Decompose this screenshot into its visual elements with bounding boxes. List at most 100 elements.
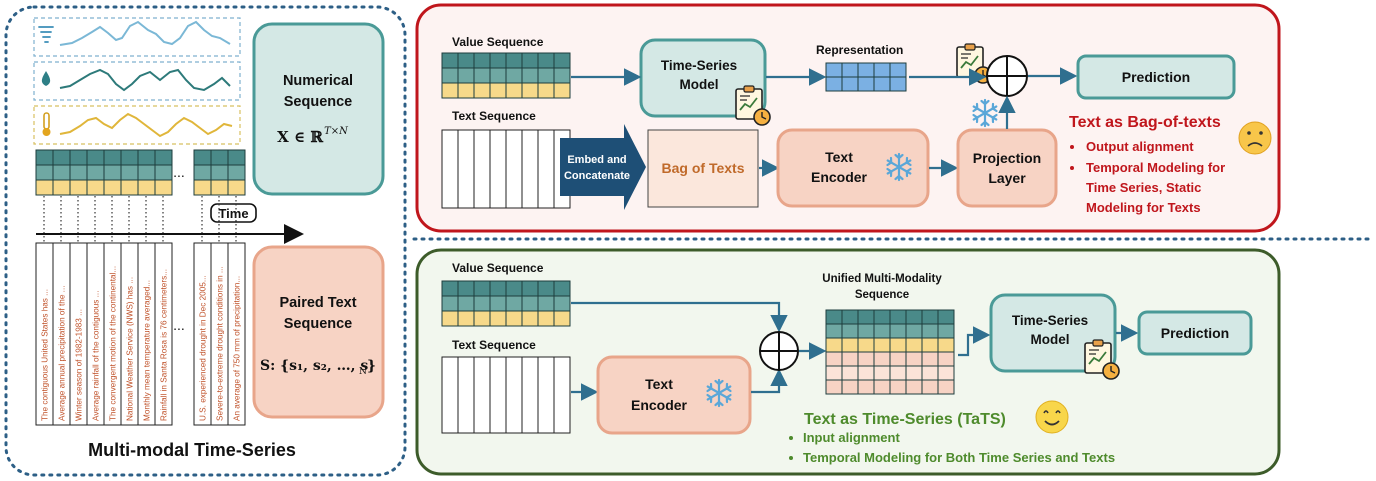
left-grid-b-cell bbox=[193, 164, 212, 181]
representation-cell bbox=[889, 62, 907, 78]
bottom-bullets: Input alignment Temporal Modeling for Bo… bbox=[789, 430, 1115, 465]
projection-label-1: Projection bbox=[973, 150, 1041, 166]
top-text-sequence-label: Text Sequence bbox=[452, 109, 536, 123]
top-sum-operator bbox=[986, 55, 1028, 97]
paired-text-snippet: Severe-to-extreme drought conditions in … bbox=[216, 266, 225, 421]
bottom-ts-model-label-1: Time-Series bbox=[1012, 313, 1088, 328]
unified-label-1: Unified Multi-Modality bbox=[822, 273, 942, 285]
left-grid-b-cell bbox=[193, 149, 212, 166]
left-grid-cell bbox=[137, 149, 156, 166]
bottom-value-cell bbox=[521, 280, 539, 297]
top-value-cell bbox=[521, 67, 539, 84]
top-text-grid bbox=[441, 129, 571, 209]
representation-cell bbox=[873, 62, 891, 78]
paired-label-1: Paired Text bbox=[279, 295, 356, 311]
top-value-cell bbox=[537, 67, 555, 84]
top-value-cell bbox=[441, 82, 459, 99]
top-value-cell bbox=[505, 82, 523, 99]
bottom-value-cell bbox=[537, 280, 555, 297]
paired-text-snippet: Rainfall in Santa Rosa is 76 centimeters… bbox=[160, 269, 169, 421]
unified-value-cell bbox=[905, 323, 923, 339]
smile-face-icon bbox=[1035, 400, 1069, 434]
top-text-column bbox=[473, 129, 491, 209]
unified-text-cell bbox=[841, 379, 859, 395]
representation-label: Representation bbox=[816, 43, 903, 57]
bottom-sum-operator bbox=[759, 331, 799, 371]
bottom-value-cell bbox=[441, 310, 459, 327]
left-grid-cell bbox=[69, 179, 88, 196]
unified-text-cell bbox=[905, 365, 923, 381]
projection-label-2: Layer bbox=[988, 170, 1026, 186]
unified-text-cell bbox=[889, 365, 907, 381]
top-value-cell bbox=[489, 67, 507, 84]
embed-label-1: Embed and bbox=[567, 154, 626, 166]
left-grid-cell bbox=[52, 179, 71, 196]
left-grid-cell bbox=[86, 149, 105, 166]
top-value-cell bbox=[457, 52, 475, 69]
top-text-column bbox=[505, 129, 523, 209]
paired-text-snippet: Average annual precipitation of the ... bbox=[58, 286, 67, 422]
representation-grid bbox=[825, 62, 907, 92]
bottom-ts-model-box bbox=[989, 293, 1117, 373]
left-grid-b-cell bbox=[227, 164, 246, 181]
bottom-value-cell bbox=[457, 280, 475, 297]
bottom-value-cell bbox=[537, 295, 555, 312]
left-grid-cell bbox=[35, 179, 54, 196]
paired-text-snippet: National Weather Service (NWS) has ... bbox=[126, 277, 135, 421]
top-heading: Text as Bag-of-texts bbox=[1069, 114, 1221, 131]
top-value-cell bbox=[457, 67, 475, 84]
unified-text-cell bbox=[873, 351, 891, 367]
top-value-cell bbox=[473, 52, 491, 69]
unified-text-cell bbox=[857, 379, 875, 395]
left-grid-cell bbox=[103, 149, 122, 166]
bottom-value-cell bbox=[457, 295, 475, 312]
left-grid-b-cell bbox=[193, 179, 212, 196]
embed-concatenate-arrow bbox=[560, 124, 646, 210]
left-grid-cell bbox=[137, 164, 156, 181]
top-value-cell bbox=[489, 52, 507, 69]
unified-text-cell bbox=[841, 365, 859, 381]
paired-label-2: Sequence bbox=[284, 316, 353, 332]
top-text-column bbox=[521, 129, 539, 209]
left-grid-cell bbox=[86, 179, 105, 196]
bottom-text-sequence-label: Text Sequence bbox=[452, 338, 536, 352]
unified-value-cell bbox=[921, 337, 939, 353]
left-grid-cell bbox=[69, 149, 88, 166]
paired-text-sequence-box: Paired Text Sequence S: {s₁, s₂, …, s N … bbox=[252, 245, 385, 419]
paired-formula-end: } bbox=[367, 358, 376, 374]
unified-value-cell bbox=[873, 309, 891, 325]
left-grid-cell bbox=[120, 164, 139, 181]
left-grid-cell bbox=[154, 179, 173, 196]
bottom-value-cell bbox=[505, 310, 523, 327]
top-text-encoder-label-1: Text bbox=[825, 149, 853, 165]
unified-text-cell bbox=[889, 351, 907, 367]
top-value-sequence-label: Value Sequence bbox=[452, 35, 544, 49]
bottom-text-column bbox=[505, 356, 523, 434]
left-grid-cell bbox=[52, 164, 71, 181]
left-grid-cell bbox=[52, 149, 71, 166]
left-grid-cell bbox=[35, 149, 54, 166]
time-series-strip-rain bbox=[33, 61, 241, 101]
unified-value-cell bbox=[825, 337, 843, 353]
bottom-text-column bbox=[489, 356, 507, 434]
bottom-prediction-box bbox=[1137, 310, 1253, 356]
top-value-cell bbox=[505, 67, 523, 84]
projection-layer-box bbox=[956, 128, 1058, 208]
unified-value-cell bbox=[873, 323, 891, 339]
paired-text-snippet: An average of 750 mm of precipitation... bbox=[233, 276, 242, 421]
top-text-encoder-label-2: Encoder bbox=[811, 169, 868, 185]
paired-text-snippet: U.S. experienced drought in Dec 2005... bbox=[199, 275, 208, 421]
paired-text-column bbox=[227, 242, 246, 426]
left-grid-b-cell bbox=[210, 164, 229, 181]
top-bullets: Output alignment Temporal Modeling for T… bbox=[1070, 139, 1225, 215]
representation-cell bbox=[825, 76, 843, 92]
representation-cell bbox=[841, 76, 859, 92]
bottom-value-cell bbox=[521, 310, 539, 327]
unified-text-cell bbox=[937, 351, 955, 367]
time-label-box bbox=[210, 203, 257, 223]
bottom-value-cell bbox=[441, 295, 459, 312]
unified-text-cell bbox=[857, 365, 875, 381]
bottom-text-column bbox=[521, 356, 539, 434]
bottom-text-encoder-label-1: Text bbox=[645, 376, 673, 392]
representation-cell bbox=[873, 76, 891, 92]
